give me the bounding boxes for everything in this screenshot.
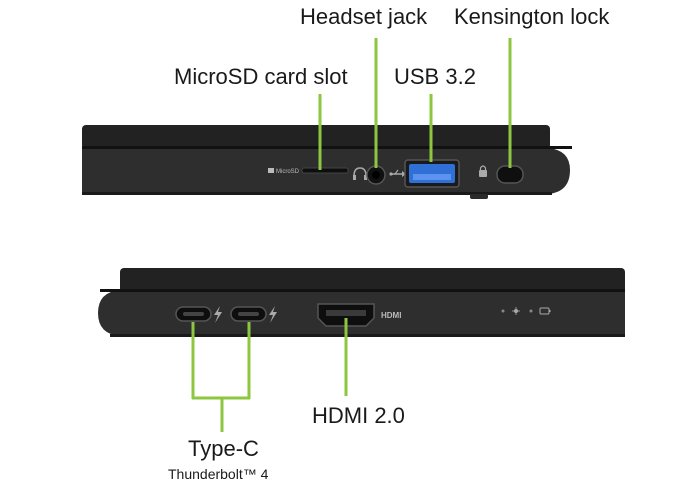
laptop-right-side — [82, 125, 572, 199]
thunderbolt-label: Thunderbolt™ 4 — [168, 466, 269, 482]
thunderbolt-icon — [214, 306, 222, 323]
hdmi-port: HDMI — [317, 303, 401, 327]
microsd-slot-label: MicroSD card slot — [174, 64, 348, 89]
type-c-port-2 — [230, 306, 267, 322]
microsd-marking: MicroSD — [276, 169, 300, 175]
power-led-icon — [501, 309, 505, 313]
kensington-lock-label: Kensington lock — [454, 4, 610, 29]
usb-label: USB 3.2 — [394, 64, 476, 89]
type-c-port-1 — [175, 306, 212, 322]
bottom-callouts — [191, 318, 348, 432]
headset-jack-label: Headset jack — [300, 4, 428, 29]
hdmi-label: HDMI 2.0 — [312, 403, 405, 428]
top-callouts — [318, 38, 512, 170]
type-c-label: Type-C — [188, 436, 259, 461]
battery-icon — [539, 307, 551, 315]
microsd-slot: MicroSD — [268, 167, 349, 175]
usb-symbol-icon — [389, 169, 406, 177]
headset-icon — [353, 167, 367, 180]
brightness-icon — [512, 307, 520, 315]
hdmi-logo: HDMI — [381, 311, 401, 320]
lock-icon — [479, 165, 487, 177]
led-indicators — [501, 307, 551, 315]
thunderbolt-icon — [269, 306, 277, 323]
